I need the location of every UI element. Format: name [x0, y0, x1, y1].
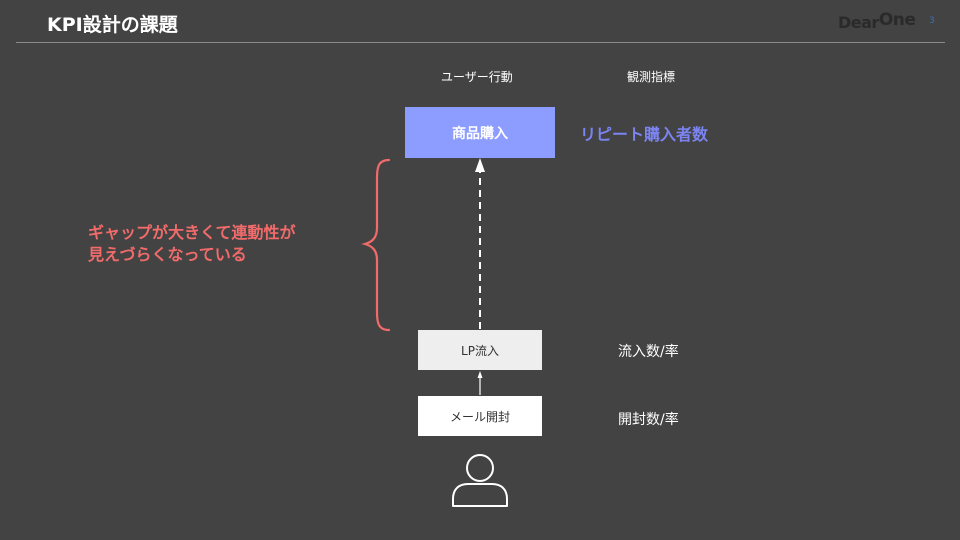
- step-purchase-box: 商品購入: [405, 107, 555, 158]
- gap-annotation-line2: 見えづらくなっている: [88, 245, 247, 264]
- slide-title: KPI設計の課題: [47, 14, 178, 36]
- step-lp-box: LP流入: [418, 330, 542, 370]
- user-icon: [452, 454, 508, 507]
- step-mail-label: メール開封: [449, 409, 510, 424]
- title-divider: [16, 42, 945, 43]
- metric-mail-open: 開封数/率: [618, 412, 679, 428]
- column-header-user-action: ユーザー行動: [441, 70, 513, 84]
- step-purchase-label: 商品購入: [452, 125, 508, 142]
- logo-one: One: [878, 10, 916, 30]
- left-curly-brace-icon: [361, 158, 391, 332]
- step-mail-box: メール開封: [418, 396, 542, 436]
- metric-repeat-buyers: リピート購入者数: [580, 125, 709, 144]
- gap-annotation-line1: ギャップが大きくて連動性が: [88, 223, 296, 242]
- step-lp-label: LP流入: [461, 343, 499, 358]
- page-number: 3: [929, 16, 935, 26]
- dashed-arrow-up-icon: [475, 158, 485, 329]
- gap-annotation: ギャップが大きくて連動性が 見えづらくなっている: [88, 222, 296, 266]
- arrow-up-icon: [477, 371, 483, 395]
- brand-logo: DearOne: [838, 10, 916, 33]
- logo-dear: Dear: [838, 13, 879, 32]
- metric-lp-inflow: 流入数/率: [618, 344, 679, 360]
- column-header-observed-metric: 観測指標: [627, 70, 676, 84]
